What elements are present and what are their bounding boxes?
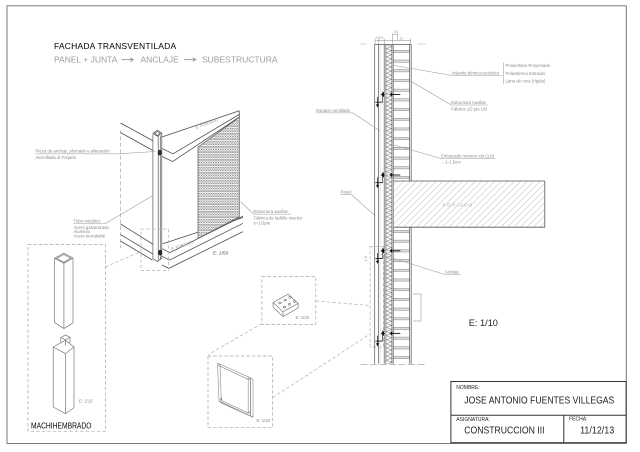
svg-text:MACHIHEMBRADO: MACHIHEMBRADO	[31, 422, 92, 431]
svg-text:JOSE ANTONIO FUENTES VILLEGAS: JOSE ANTONIO FUENTES VILLEGAS	[464, 394, 614, 406]
svg-text:E: 1/10: E: 1/10	[469, 318, 498, 328]
svg-text:Fábrica de ladrillo macizo: Fábrica de ladrillo macizo	[254, 216, 303, 221]
svg-text:2x3x2: 2x3x2	[376, 35, 384, 39]
svg-text:Anclaje: Anclaje	[445, 269, 460, 274]
svg-text:Espacio ventilado: Espacio ventilado	[316, 108, 350, 113]
svg-text:Lana de roca (rígida): Lana de roca (rígida)	[506, 79, 546, 84]
svg-text:CONSTRUCCION III: CONSTRUCCION III	[464, 425, 544, 437]
svg-text:Acero inoxidable: Acero inoxidable	[74, 233, 106, 238]
svg-text:Estructura Auxiliar: Estructura Auxiliar	[451, 100, 486, 105]
svg-text:Fábrica 1/2 pie LM: Fábrica 1/2 pie LM	[451, 106, 487, 111]
svg-text:11: 11	[400, 36, 404, 40]
svg-text:E: 1/20: E: 1/20	[296, 315, 310, 320]
svg-text:Panel: Panel	[341, 189, 352, 194]
svg-text:11/12/13: 11/12/13	[580, 425, 614, 437]
svg-text:1,5: 1,5	[364, 256, 368, 261]
svg-text:Estructura auxiliar: Estructura auxiliar	[254, 209, 289, 214]
svg-text:Aislante térmico-acústico: Aislante térmico-acústico	[451, 70, 499, 75]
svg-text:Poliuretano Proyectado: Poliuretano Proyectado	[506, 63, 551, 68]
svg-text:NOMBRE:: NOMBRE:	[456, 385, 479, 391]
svg-text:Poliestireno Extruido: Poliestireno Extruido	[506, 71, 546, 76]
svg-text:E: 1/50: E: 1/50	[213, 250, 229, 256]
svg-text:Atornillada al Forjado: Atornillada al Forjado	[36, 155, 77, 160]
svg-text:←1-1.5cm: ←1-1.5cm	[441, 160, 461, 165]
svg-text:Tubo metálico: Tubo metálico	[74, 218, 101, 223]
svg-text:FECHA:: FECHA:	[569, 417, 587, 423]
svg-text:Acero galvanizado: Acero galvanizado	[74, 225, 110, 230]
svg-text:E: 1/20: E: 1/20	[257, 418, 271, 423]
svg-text:Enfoscado mortero cto (1:6): Enfoscado mortero cto (1:6)	[441, 154, 495, 159]
svg-text:FACHADA TRANSVENTILADA: FACHADA TRANSVENTILADA	[54, 41, 176, 51]
svg-text:PANEL + JUNTA: PANEL + JUNTA	[54, 55, 118, 65]
svg-text:FORJADO: FORJADO	[443, 203, 474, 208]
svg-text:1.5: 1.5	[393, 30, 398, 34]
svg-text:ANCLAJE: ANCLAJE	[141, 55, 180, 65]
svg-text:ASIGNATURA:: ASIGNATURA:	[456, 417, 490, 423]
svg-text:Aluminio: Aluminio	[74, 229, 91, 234]
svg-text:SUBESTRUCTURA: SUBESTRUCTURA	[202, 55, 278, 65]
svg-text:E: 1/15: E: 1/15	[79, 398, 93, 403]
svg-text:e=1/2pie: e=1/2pie	[254, 221, 271, 226]
svg-text:Pieza de anclaje, plomado y al: Pieza de anclaje, plomado y alineación	[36, 149, 111, 154]
